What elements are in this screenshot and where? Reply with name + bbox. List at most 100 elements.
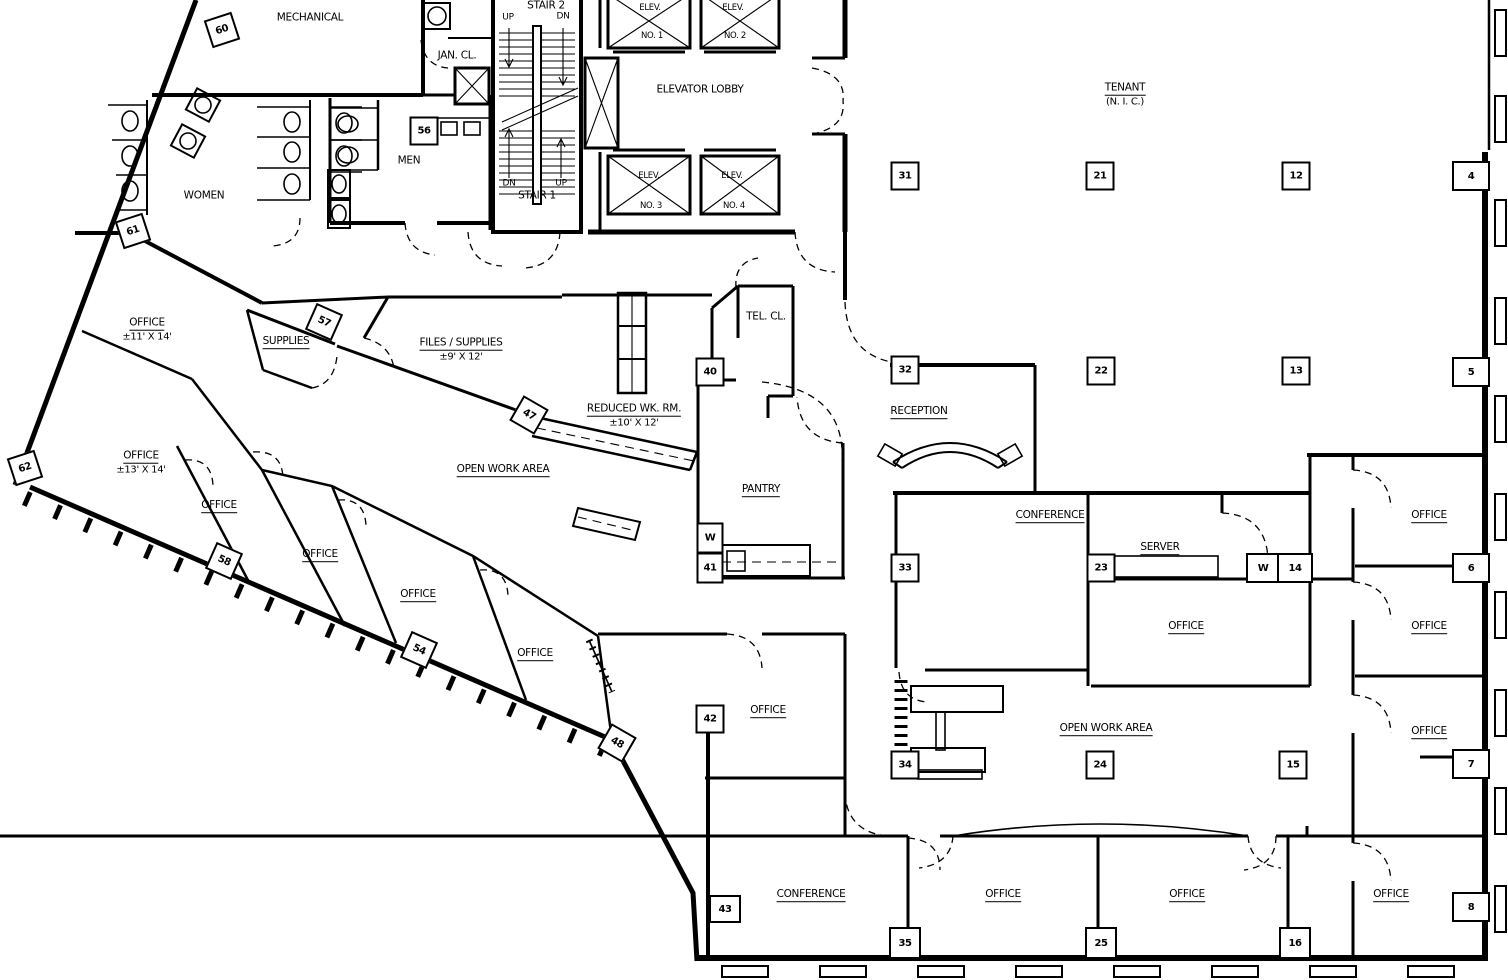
label-stair-1-text: STAIR 1: [518, 189, 556, 202]
label-office-d4: OFFICE: [517, 647, 553, 661]
office-b2-door-arc: [1243, 835, 1277, 871]
marker-4: 4: [1452, 161, 1490, 191]
label-elev3-no-text: NO. 3: [639, 200, 663, 211]
label-elev2-no: NO. 2: [724, 31, 746, 41]
marker-25: 25: [1085, 927, 1117, 959]
jan-cl-door-arc: [420, 39, 449, 69]
label-office-r3-text: OFFICE: [1411, 725, 1447, 739]
label-stair2-up: UP: [502, 12, 514, 24]
lobby-door-arc: [811, 100, 844, 135]
left-zone-partitions: [81, 231, 836, 741]
marker-54: 54: [399, 630, 439, 670]
label-office-b3: OFFICE: [1373, 888, 1409, 902]
supplies-door-arc: [311, 355, 338, 389]
lobby-door-arc: [811, 67, 844, 102]
marker-6: 6: [1452, 553, 1490, 583]
label-women-text: WOMEN: [183, 189, 225, 202]
label-office-11x14: OFFICE±11' X 14': [122, 316, 172, 344]
label-stair-2-text: STAIR 2: [527, 0, 565, 12]
label-mechanical: MECHANICAL: [277, 12, 344, 25]
pantry-door-arc: [796, 396, 844, 444]
office-b1-door-arc: [907, 837, 941, 871]
marker-12: 12: [1281, 161, 1311, 191]
marker-16: 16: [1279, 927, 1311, 959]
label-elev3-text: ELEV.: [638, 170, 660, 181]
label-office-r2-text: OFFICE: [1411, 620, 1447, 634]
stair-treads: [499, 32, 575, 195]
label-stair2-dn: DN: [556, 12, 569, 23]
label-elev3-no: NO. 3: [640, 201, 662, 211]
label-office-11x14-dimensions: ±11' X 14': [122, 331, 172, 343]
label-reduced-wk-rm-dimensions: ±10' X 12': [609, 417, 659, 429]
label-office-42: OFFICE: [750, 704, 786, 718]
marker-34: 34: [890, 750, 920, 780]
label-reduced-wk-rm: REDUCED WK. RM.±10' X 12': [586, 403, 681, 430]
label-stair1-up: UP: [555, 178, 567, 190]
label-office-b1: OFFICE: [985, 888, 1021, 902]
label-conference-mid-text: CONFERENCE: [1015, 509, 1085, 523]
label-files-supplies-text: FILES / SUPPLIES: [419, 336, 503, 351]
label-office-mid: OFFICE: [1168, 620, 1204, 634]
label-stair1-dn: DN: [502, 179, 515, 190]
label-office-mid-text: OFFICE: [1168, 620, 1204, 634]
elevator-core: [583, 0, 899, 364]
label-office-d4-text: OFFICE: [517, 647, 553, 661]
marker-31: 31: [890, 161, 920, 191]
office-42-block: [0, 632, 888, 958]
label-files-supplies: FILES / SUPPLIES±9' X 12': [419, 336, 503, 364]
label-stair-1: STAIR 1: [518, 190, 556, 203]
label-office-11x14-text: OFFICE: [129, 316, 165, 331]
men-door-arc: [404, 222, 436, 256]
label-office-r2: OFFICE: [1411, 620, 1447, 634]
label-pantry: PANTRY: [741, 483, 780, 497]
label-tenant-text: TENANT: [1104, 81, 1146, 96]
label-reception: RECEPTION: [890, 405, 948, 419]
label-open-work-area-right-text: OPEN WORK AREA: [1059, 722, 1153, 736]
label-office-42-text: OFFICE: [750, 704, 786, 718]
marker-14: 14: [1277, 553, 1313, 583]
label-office-d1-text: OFFICE: [201, 499, 237, 513]
label-office-d1: OFFICE: [201, 499, 237, 513]
label-stair-2: STAIR 2: [527, 0, 565, 12]
label-tenant: TENANT(N. I. C.): [1104, 81, 1146, 109]
label-stair2-up-text: UP: [502, 12, 514, 23]
marker-21: 21: [1085, 161, 1115, 191]
marker-62: 62: [6, 449, 44, 487]
label-tenant-dimensions: (N. I. C.): [1106, 96, 1144, 108]
label-elev4-text: ELEV.: [721, 170, 743, 181]
label-reception-text: RECEPTION: [890, 405, 948, 419]
label-jan-cl-text: JAN. CL.: [437, 49, 477, 62]
label-server: SERVER: [1140, 541, 1180, 555]
label-stair1-dn-text: DN: [502, 178, 516, 189]
label-office-13x14: OFFICE±13' X 14': [116, 449, 166, 477]
label-jan-cl: JAN. CL.: [438, 50, 477, 63]
marker-8: 8: [1452, 892, 1490, 922]
marker-7: 7: [1452, 749, 1490, 779]
bottom-window-mullions: [721, 965, 1455, 978]
office-42-door-arc: [726, 633, 763, 669]
label-office-r1: OFFICE: [1411, 509, 1447, 523]
label-elev1: ELEV.: [639, 3, 661, 13]
marker-22: 22: [1086, 356, 1116, 386]
label-office-r1-text: OFFICE: [1411, 509, 1447, 523]
label-supplies-text: SUPPLIES: [262, 335, 310, 349]
label-men-text: MEN: [397, 154, 421, 167]
marker-57: 57: [304, 302, 344, 342]
label-office-d2-text: OFFICE: [302, 548, 338, 562]
label-elev4-no: NO. 4: [723, 201, 745, 211]
label-office-b3-text: OFFICE: [1373, 888, 1409, 902]
label-office-13x14-text: OFFICE: [123, 449, 159, 464]
women-door-arc: [271, 217, 301, 247]
marker-w-pantry: W: [696, 522, 724, 554]
label-supplies: SUPPLIES: [262, 335, 310, 349]
label-office-d3: OFFICE: [400, 588, 436, 602]
label-elevator-lobby: ELEVATOR LOBBY: [656, 84, 743, 97]
window-fins: [22, 491, 610, 758]
label-stair1-up-text: UP: [555, 178, 567, 189]
reception-conference-server: [876, 363, 1352, 703]
conference-door-arc: [898, 671, 928, 703]
label-office-r3: OFFICE: [1411, 725, 1447, 739]
marker-33: 33: [890, 553, 920, 583]
